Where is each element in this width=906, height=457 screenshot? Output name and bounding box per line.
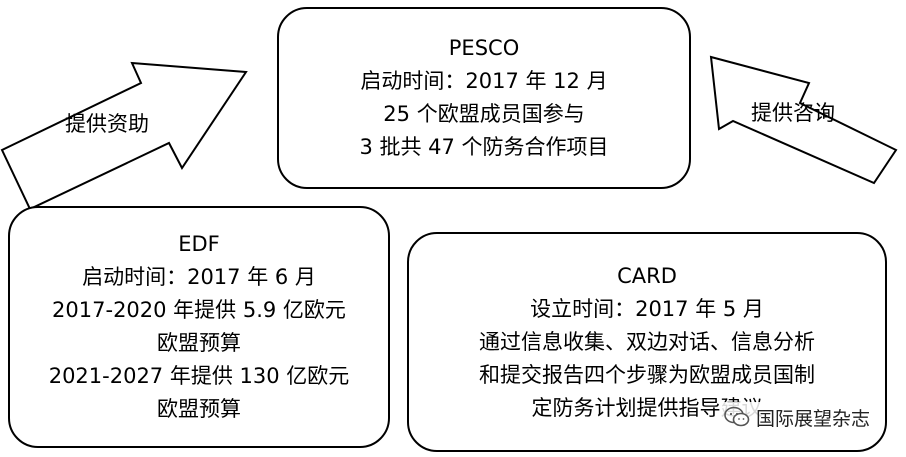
pesco-members: 25 个欧盟成员国参与 xyxy=(383,102,585,126)
edf-start-date: 启动时间：2017 年 6 月 xyxy=(82,265,316,289)
left-arrow-label: 提供资助 xyxy=(65,112,149,136)
wechat-icon xyxy=(724,406,750,427)
card-description-line-2: 和提交报告四个步骤为欧盟成员国制 xyxy=(479,362,815,387)
card-title: CARD xyxy=(617,263,677,288)
watermark: 国际展望杂志 xyxy=(720,402,875,432)
edf-box: EDF 启动时间：2017 年 6 月 2017-2020 年提供 5.9 亿欧… xyxy=(8,206,390,448)
pesco-title: PESCO xyxy=(448,36,520,60)
pesco-box: PESCO 启动时间：2017 年 12 月 25 个欧盟成员国参与 3 批共 … xyxy=(277,7,691,189)
left-arrow xyxy=(0,61,248,211)
edf-budget-2021-2027-note: 欧盟预算 xyxy=(157,397,241,421)
edf-budget-2017-2020-note: 欧盟预算 xyxy=(157,331,241,355)
pesco-start-date: 启动时间：2017 年 12 月 xyxy=(360,69,608,93)
edf-title: EDF xyxy=(178,232,220,256)
right-arrow xyxy=(709,55,898,185)
pesco-projects: 3 批共 47 个防务合作项目 xyxy=(359,135,609,159)
card-setup-date: 设立时间：2017 年 5 月 xyxy=(530,296,764,321)
edf-budget-2021-2027: 2021-2027 年提供 130 亿欧元 xyxy=(48,364,350,388)
card-description-line-1: 通过信息收集、双边对话、信息分析 xyxy=(479,329,815,354)
edf-budget-2017-2020: 2017-2020 年提供 5.9 亿欧元 xyxy=(52,298,346,322)
watermark-text: 国际展望杂志 xyxy=(756,407,871,430)
right-arrow-label: 提供咨询 xyxy=(751,101,835,125)
